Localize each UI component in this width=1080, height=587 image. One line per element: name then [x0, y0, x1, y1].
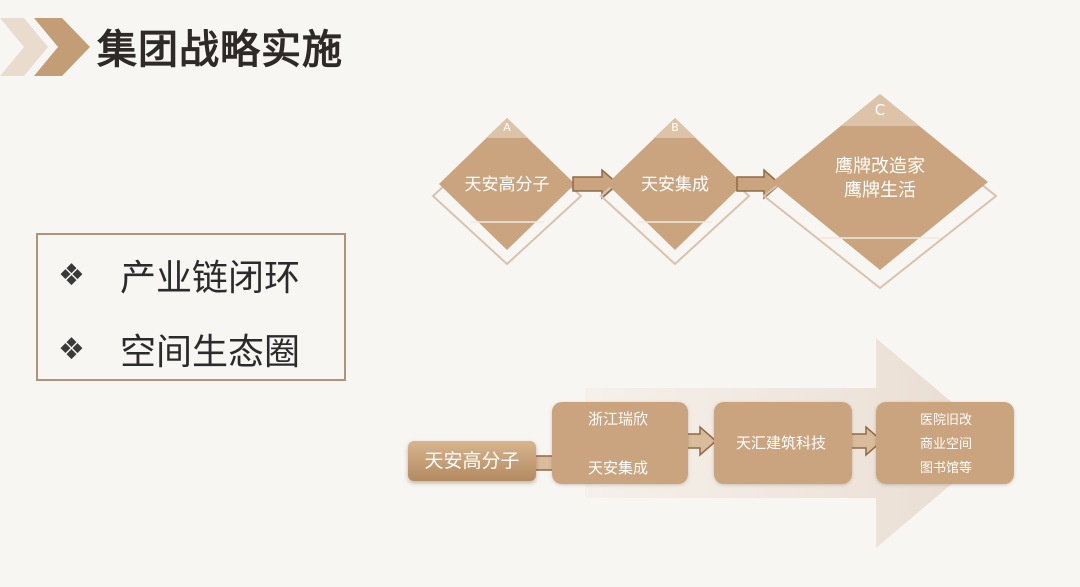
bullet-item: ❖ 产业链闭环 — [58, 249, 300, 301]
bullet-text: 产业链闭环 — [120, 258, 301, 299]
diamond-step-c: C 鹰牌改造家 鹰牌生活 — [762, 94, 998, 290]
badge-a: A — [503, 121, 511, 134]
flow-box-1: 浙江瑞欣 天安集成 — [552, 402, 688, 484]
badge-c: C — [875, 101, 885, 119]
diamond-bullet-icon: ❖ — [58, 257, 85, 293]
badge-b: B — [671, 121, 679, 134]
flow-box-3-line-1: 医院旧改 — [920, 413, 973, 428]
diamond-step-b: B 天安集成 — [599, 118, 751, 266]
step-a-label: 天安高分子 — [465, 175, 550, 195]
arrow-b-to-c — [736, 168, 782, 200]
flow-box-3: 医院旧改 商业空间 图书馆等 — [876, 402, 1014, 484]
bullet-item: ❖ 空间生态圈 — [58, 323, 300, 375]
flow-box-2: 天汇建筑科技 — [714, 402, 852, 484]
step-c-label-1: 鹰牌改造家 — [835, 156, 925, 177]
header-chevron-icon — [0, 18, 90, 76]
flow-box-1-line-1: 浙江瑞欣 — [588, 410, 649, 428]
page-title: 集团战略实施 — [97, 27, 343, 73]
flow-box-1-line-2: 天安集成 — [588, 459, 649, 477]
diamond-bullet-icon: ❖ — [58, 331, 85, 367]
bullet-box: ❖ 产业链闭环 ❖ 空间生态圈 — [36, 233, 346, 381]
step-b-label: 天安集成 — [641, 175, 709, 195]
flow-box-2-line-1: 天汇建筑科技 — [736, 434, 827, 452]
source-box: 天安高分子 — [408, 441, 536, 481]
bullet-text: 空间生态圈 — [120, 332, 301, 373]
step-c-label-2: 鹰牌生活 — [844, 180, 916, 201]
flow-box-3-line-3: 图书馆等 — [920, 461, 973, 476]
flow-box-3-line-2: 商业空间 — [920, 437, 973, 452]
diamond-step-a: A 天安高分子 — [431, 118, 583, 266]
